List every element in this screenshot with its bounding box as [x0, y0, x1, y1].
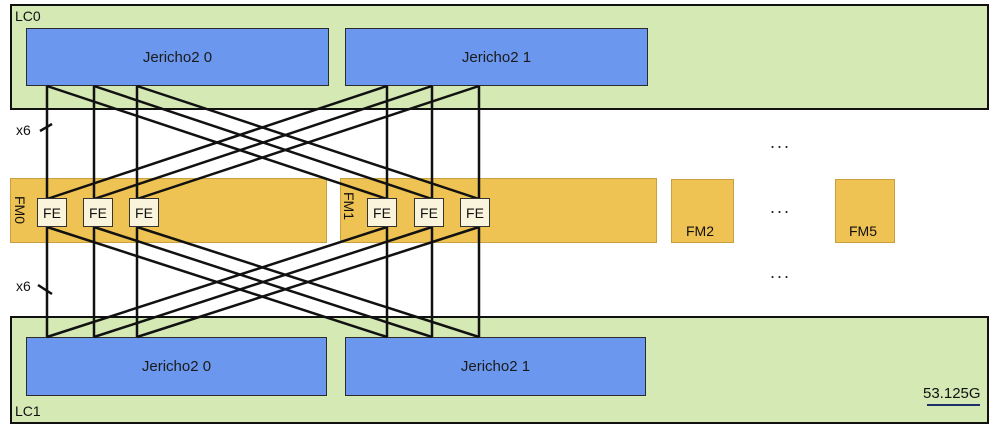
fe-fm0-1: FE	[37, 198, 67, 227]
link-bot-x6	[136, 225, 480, 339]
jericho2-1-lc0: Jericho2 1	[345, 28, 648, 86]
link-top-x5	[93, 84, 433, 201]
link-bot-x5	[93, 225, 433, 339]
multiplier-top-label: x6	[16, 122, 31, 138]
linecard-lc0-label: LC0	[15, 8, 41, 24]
fm2-label: FM2	[686, 223, 714, 239]
fe-fm1-2: FE	[414, 198, 444, 227]
multiplier-bottom-label: x6	[16, 278, 31, 294]
fm5-label: FM5	[849, 223, 877, 239]
ellipsis-bottom: ...	[770, 262, 792, 282]
fabric-module-fm2	[671, 179, 734, 243]
legend-line	[927, 404, 980, 406]
jericho2-1-lc1: Jericho2 1	[345, 337, 646, 396]
fe-fm1-3: FE	[460, 198, 490, 227]
fe-fm1-1: FE	[367, 198, 397, 227]
ellipsis-middle: ...	[770, 197, 792, 217]
fabric-module-fm5	[835, 179, 895, 243]
multiplier-tick-top	[39, 122, 53, 133]
fe-fm0-2: FE	[83, 198, 113, 227]
legend-label: 53.125G	[923, 385, 981, 402]
multiplier-tick-bottom	[37, 283, 53, 296]
link-top-x4	[46, 84, 388, 201]
link-top-x6	[136, 84, 480, 201]
jericho2-0-lc0: Jericho2 0	[26, 28, 329, 86]
fe-fm0-3: FE	[129, 198, 159, 227]
ellipsis-top: ...	[770, 132, 792, 152]
link-bot-x4	[46, 225, 388, 339]
jericho2-0-lc1: Jericho2 0	[26, 337, 327, 396]
linecard-lc1-label: LC1	[15, 403, 41, 419]
